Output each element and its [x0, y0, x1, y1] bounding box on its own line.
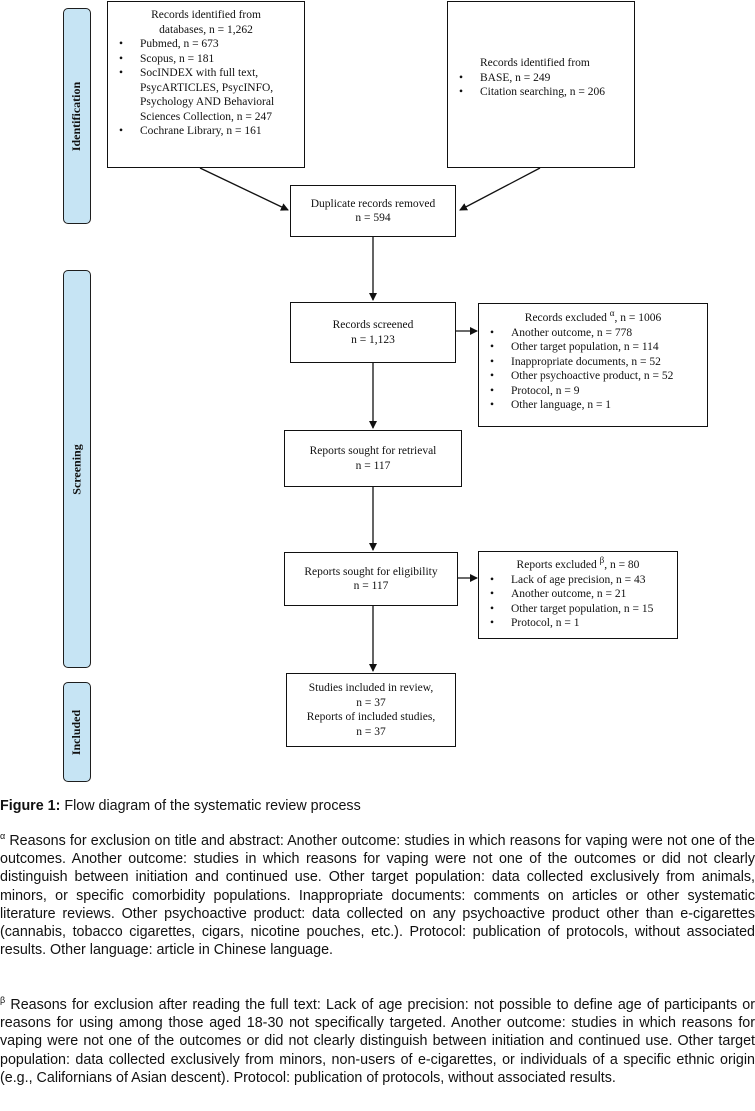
box-records-databases: Records identified from databases, n = 1… — [107, 1, 305, 168]
caption-label: Figure 1: — [0, 798, 61, 814]
excluded-screen-title-text: Records excluded — [524, 312, 610, 324]
excluded-screen-list: Another outcome, n = 778 Other target po… — [483, 326, 703, 413]
list-item: Citation searching, n = 206 — [452, 85, 630, 100]
list-item: Scopus, n = 181 — [112, 52, 300, 67]
excluded-eligibility-title-count: , n = 80 — [604, 559, 640, 571]
phase-screening: Screening — [63, 270, 91, 668]
included-line4: n = 37 — [356, 725, 386, 738]
retrieval-line1: Reports sought for retrieval — [309, 445, 437, 457]
footnote-beta: β Reasons for exclusion after reading th… — [0, 996, 755, 1087]
databases-list: Pubmed, n = 673 Scopus, n = 181 SocINDEX… — [112, 37, 300, 139]
eligibility-line1: Reports sought for eligibility — [304, 565, 438, 578]
box-records-excluded: Records excluded α, n = 1006 Another out… — [478, 303, 708, 427]
databases-title-line2: databases, n = 1,262 — [159, 23, 253, 36]
list-item: Inappropriate documents, n = 52 — [483, 355, 703, 370]
phase-identification: Identification — [63, 8, 91, 224]
list-item: Lack of age precision, n = 43 — [483, 573, 673, 588]
excluded-eligibility-list: Lack of age precision, n = 43 Another ou… — [483, 573, 673, 631]
duplicates-line2: n = 594 — [355, 212, 391, 224]
footnote-alpha: α Reasons for exclusion on title and abs… — [0, 832, 755, 959]
list-item: Another outcome, n = 778 — [483, 326, 703, 341]
box-studies-included: Studies included in review, n = 37 Repor… — [286, 673, 456, 747]
list-item: Pubmed, n = 673 — [112, 37, 300, 52]
excluded-eligibility-title-sup: β — [599, 555, 605, 566]
included-line3: Reports of included studies, — [306, 711, 436, 723]
included-line2: n = 37 — [356, 696, 386, 709]
other-sources-list: BASE, n = 249 Citation searching, n = 20… — [452, 71, 630, 100]
list-item: Protocol, n = 1 — [483, 616, 673, 631]
figure-caption: Figure 1: Flow diagram of the systematic… — [0, 798, 755, 814]
list-item: Protocol, n = 9 — [483, 384, 703, 399]
duplicates-line1: Duplicate records removed — [310, 197, 436, 210]
list-item: SocINDEX with full text, PsycARTICLES, P… — [112, 66, 300, 124]
excluded-eligibility-title: Reports excluded β, n = 80 — [483, 555, 673, 573]
box-reports-excluded: Reports excluded β, n = 80 Lack of age p… — [478, 551, 678, 639]
footnote-alpha-mark: α — [0, 831, 6, 842]
list-item: Other target population, n = 15 — [483, 602, 673, 617]
databases-title-line1: Records identified from — [151, 9, 261, 21]
footnote-beta-text: Reasons for exclusion after reading the … — [0, 997, 755, 1086]
excluded-screen-title-count: , n = 1006 — [614, 312, 662, 324]
box-reports-eligibility: Reports sought for eligibility n = 117 — [284, 552, 458, 606]
caption-text: Flow diagram of the systematic review pr… — [60, 798, 361, 814]
eligibility-line2: n = 117 — [353, 580, 389, 592]
list-item: BASE, n = 249 — [452, 71, 630, 86]
box-reports-retrieval: Reports sought for retrieval n = 117 — [284, 430, 462, 487]
screened-line1: Records screened — [332, 319, 414, 331]
list-item: Other target population, n = 114 — [483, 340, 703, 355]
box-records-other-sources: Records identified from BASE, n = 249 Ci… — [447, 1, 635, 168]
flow-arrows — [199, 167, 541, 672]
other-sources-title: Records identified from — [480, 57, 590, 69]
included-line1: Studies included in review, — [308, 682, 434, 694]
phase-included: Included — [63, 682, 91, 782]
excluded-eligibility-title-text: Reports excluded — [516, 559, 600, 571]
box-duplicates-removed: Duplicate records removed n = 594 — [290, 185, 456, 237]
arrow-other-to-duplicates — [459, 167, 541, 211]
list-item: Other psychoactive product, n = 52 — [483, 369, 703, 384]
arrow-databases-to-duplicates — [199, 167, 289, 211]
excluded-screen-title-sup: α — [609, 308, 615, 319]
box-records-screened: Records screened n = 1,123 — [290, 302, 456, 363]
screened-line2: n = 1,123 — [351, 333, 395, 346]
retrieval-line2: n = 117 — [355, 459, 391, 472]
list-item: Another outcome, n = 21 — [483, 587, 673, 602]
excluded-screen-title: Records excluded α, n = 1006 — [483, 308, 703, 326]
footnote-beta-mark: β — [0, 995, 6, 1006]
footnote-alpha-text: Reasons for exclusion on title and abstr… — [0, 833, 755, 959]
list-item: Cochrane Library, n = 161 — [112, 124, 300, 139]
list-item: Other language, n = 1 — [483, 398, 703, 413]
